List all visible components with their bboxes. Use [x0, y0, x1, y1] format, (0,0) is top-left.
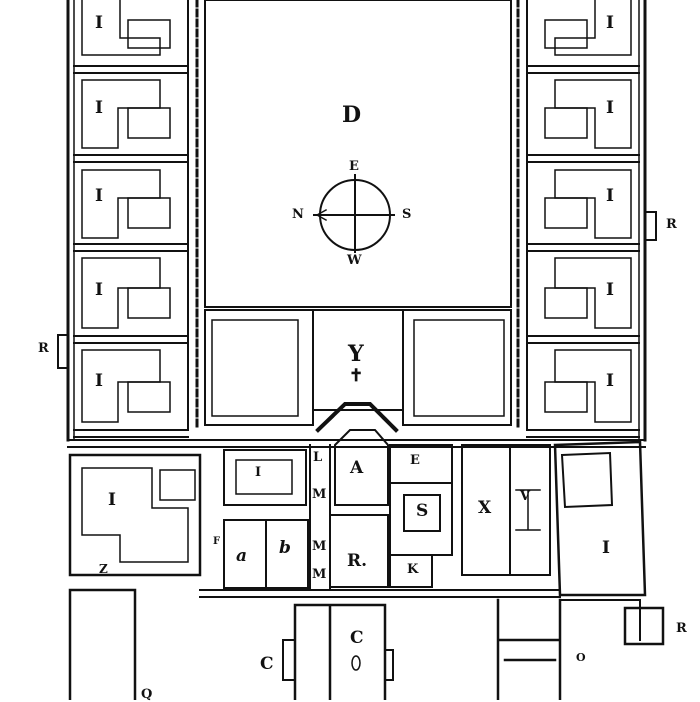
cross-corridor — [67, 439, 646, 448]
court-label: D — [342, 102, 362, 128]
room-E — [389, 444, 453, 484]
room-a-label: a — [236, 546, 248, 566]
court-inner-wall — [204, 0, 512, 308]
room-M-label-1: M — [312, 487, 327, 502]
room-Z-label: Z — [99, 562, 108, 576]
compass-south: S — [402, 207, 412, 222]
room-C-label: C — [350, 628, 364, 648]
room-L-block — [223, 449, 307, 506]
room-A-label: A — [350, 458, 364, 478]
courtyard-west-inner — [211, 319, 299, 417]
lower-west-cell-label: I — [108, 490, 116, 510]
room-b — [265, 519, 309, 589]
compass-west: W — [347, 253, 362, 268]
room-O-label: O — [576, 651, 586, 664]
room-b-label: b — [279, 538, 291, 558]
west-bay-label: R — [38, 341, 49, 356]
room-L-inner — [235, 459, 293, 495]
room-F-label: F — [213, 536, 221, 547]
cell-label-west-4: I — [95, 280, 103, 300]
south-gatehouse — [496, 598, 562, 700]
room-M-label-3: M — [312, 567, 327, 582]
room-K-label: K — [407, 562, 419, 577]
east-bay — [644, 211, 657, 241]
cell-label-east-1: I — [606, 13, 614, 33]
room-M-label-2: M — [312, 539, 327, 554]
compass-rose — [313, 174, 395, 253]
room-V-inner — [515, 489, 541, 531]
room-V-label: V — [520, 489, 531, 504]
west-cells — [73, 0, 189, 438]
room-R-south-label: R — [676, 621, 687, 636]
south-room-C-bay — [282, 639, 296, 681]
cell-label-east-2: I — [606, 98, 614, 118]
cell-label-west-5: I — [95, 371, 103, 391]
south-room-C — [293, 603, 387, 700]
east-skewed-cell — [553, 440, 647, 597]
room-R-label: R. — [347, 551, 368, 571]
compass-east: E — [349, 159, 359, 174]
cell-label-west-2: I — [95, 98, 103, 118]
cell-label-west-1: I — [95, 13, 103, 33]
room-S-inner — [403, 494, 441, 532]
room-V — [509, 444, 551, 576]
cell-label-west-3: I — [95, 186, 103, 206]
lower-corridor — [199, 589, 561, 598]
room-Q-label: Q — [141, 687, 153, 702]
courtyard-east-outer — [402, 309, 512, 426]
east-bay-label: R — [666, 217, 677, 232]
room-C-font — [351, 655, 361, 671]
church-cross: ✝ — [349, 366, 364, 386]
east-skewed-room — [560, 451, 614, 509]
cell-label-east-5: I — [606, 371, 614, 391]
cell-label-east-3: I — [606, 186, 614, 206]
room-L-label: L — [313, 450, 323, 465]
compass-north: N — [292, 207, 304, 222]
lower-west-room — [159, 469, 196, 501]
south-room-C-east-bay — [384, 649, 394, 681]
east-cells — [526, 0, 640, 438]
south-west-block — [68, 588, 137, 700]
room-E-label: E — [410, 453, 420, 468]
lower-west-garden — [81, 467, 189, 563]
room-A — [334, 429, 389, 506]
room-K — [389, 554, 433, 588]
room-L-inner-label: I — [255, 465, 262, 480]
courtyard-east-inner — [413, 319, 505, 417]
room-C-bay-label: C — [260, 654, 274, 674]
cell-label-east-4: I — [606, 280, 614, 300]
lower-west-cell — [68, 453, 202, 577]
room-R-south — [623, 606, 665, 646]
church-apse — [315, 402, 399, 433]
courtyard-west-outer — [204, 309, 314, 426]
room-X-label: X — [478, 498, 492, 518]
church-label: Y — [348, 341, 364, 367]
east-skewed-cell-label: I — [602, 538, 610, 558]
west-bay — [57, 334, 69, 369]
south-east-gate — [559, 599, 641, 641]
room-R — [329, 514, 389, 588]
room-S-label: S — [416, 501, 429, 521]
